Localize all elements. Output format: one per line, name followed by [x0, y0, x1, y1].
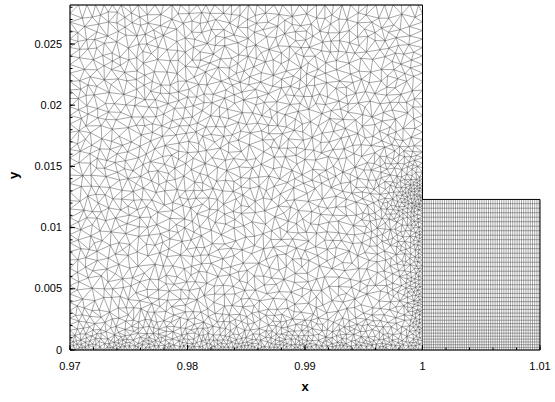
- x-tick-label: 1: [419, 361, 425, 372]
- structured-mesh: [423, 199, 541, 350]
- y-tick-label: 0.005: [34, 283, 62, 294]
- y-axis-title: y: [7, 171, 20, 178]
- x-tick-label: 0.97: [59, 361, 80, 372]
- domain-outline: [70, 5, 540, 350]
- x-tick-label: 0.98: [177, 361, 198, 372]
- x-tick-label: 1.01: [529, 361, 550, 372]
- axis-ticks: [70, 7, 540, 350]
- y-tick-label: 0.02: [41, 100, 62, 111]
- y-tick-label: 0.015: [34, 161, 62, 172]
- y-tick-label: 0: [56, 345, 62, 356]
- triangular-mesh: [70, 5, 423, 350]
- x-tick-label: 0.99: [294, 361, 315, 372]
- y-tick-label: 0.01: [41, 222, 62, 233]
- y-tick-label: 0.025: [34, 39, 62, 50]
- x-axis-title: x: [301, 380, 308, 393]
